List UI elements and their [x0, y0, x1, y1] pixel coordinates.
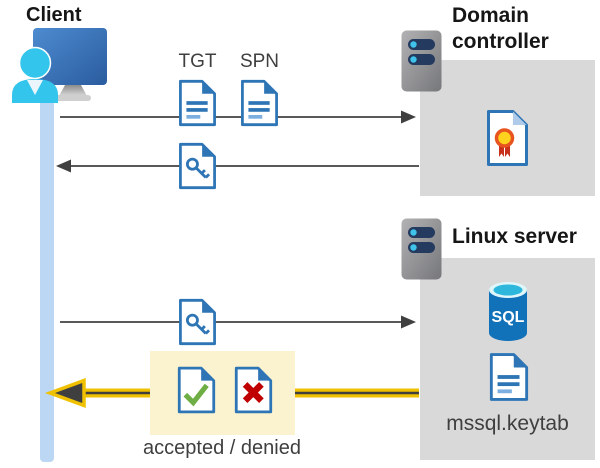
tgt-message-label: TGT: [178, 51, 217, 72]
keytab-document-icon: [489, 353, 529, 401]
accepted-document-icon: [177, 366, 216, 414]
keytab-file-label: mssql.keytab: [446, 412, 569, 435]
client-workstation-icon: [12, 28, 107, 103]
sql-icon-label: SQL: [492, 309, 525, 326]
domain-controller-node-label: Domain controller: [452, 4, 549, 53]
person-collar: [27, 80, 43, 95]
spn-message-label: SPN: [239, 51, 280, 72]
certificate-seal: [494, 128, 515, 148]
server-icon: [401, 30, 442, 92]
key-document-icon: [179, 298, 216, 346]
server-icon: [401, 218, 442, 280]
accepted-denied-caption: accepted / denied: [143, 437, 301, 459]
arrow-client-to-dc: [60, 110, 416, 124]
denied-document-icon: [234, 366, 273, 414]
person-head: [18, 46, 52, 80]
spn-document-icon: [241, 79, 278, 127]
certificate-icon: [487, 110, 528, 166]
monitor-stand: [59, 85, 87, 96]
monitor-base: [55, 95, 91, 101]
sql-database-icon: SQL: [489, 282, 527, 341]
key-document-icon: [179, 142, 216, 190]
client-node-label: Client: [26, 4, 82, 26]
arrow-client-to-linux: [60, 315, 416, 329]
client-lifeline: [40, 88, 54, 462]
arrow-dc-to-client: [56, 159, 419, 173]
monitor-shape: [33, 28, 107, 85]
linux-server-node-label: Linux server: [452, 225, 577, 248]
tgt-document-icon: [179, 79, 216, 127]
